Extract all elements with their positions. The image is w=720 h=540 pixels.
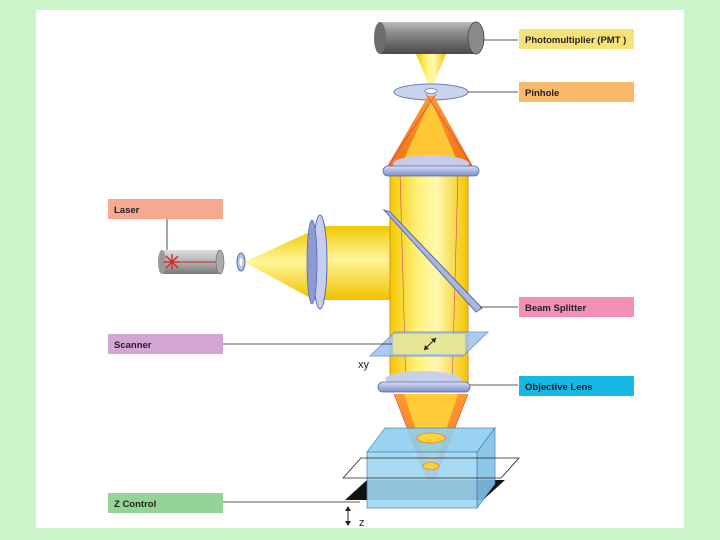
- axis-label-z: z: [359, 517, 365, 529]
- svg-text:Scanner: Scanner: [114, 340, 152, 351]
- svg-text:Beam Splitter: Beam Splitter: [525, 303, 587, 314]
- leader-lines: [166, 39, 518, 503]
- label-laser: Laser: [108, 199, 223, 219]
- laser-expanding-cone: [244, 230, 314, 300]
- specimen-box: [342, 426, 520, 510]
- axis-label-xy: xy: [358, 359, 370, 371]
- z-arrow-icon: [345, 506, 351, 526]
- laser-spark-icon: [164, 254, 180, 270]
- svg-text:Objective Lens: Objective Lens: [525, 382, 593, 393]
- label-pinhole: Pinhole: [519, 82, 634, 102]
- collimating-lens: [306, 214, 328, 310]
- scanner-plane: [368, 331, 490, 357]
- svg-text:Photomultiplier (PMT ): Photomultiplier (PMT ): [525, 35, 626, 46]
- label-scanner: Scanner: [108, 334, 223, 354]
- emission-cone-upper-inner: [398, 100, 462, 172]
- beam-splitter-plate: [382, 208, 483, 313]
- tube-lens: [382, 155, 480, 177]
- label-photomultiplier: Photomultiplier (PMT ): [519, 29, 634, 49]
- objective-lens: [377, 371, 471, 393]
- svg-text:Pinhole: Pinhole: [525, 88, 559, 99]
- label-objective-lens: Objective Lens: [519, 376, 634, 396]
- label-z-control: Z Control: [108, 493, 223, 513]
- label-beam-splitter: Beam Splitter: [519, 297, 634, 317]
- pmt-light-cone: [416, 54, 446, 90]
- photomultiplier: [374, 21, 485, 55]
- laser-source: [158, 249, 225, 275]
- svg-text:Laser: Laser: [114, 205, 140, 216]
- svg-text:Z Control: Z Control: [114, 499, 156, 510]
